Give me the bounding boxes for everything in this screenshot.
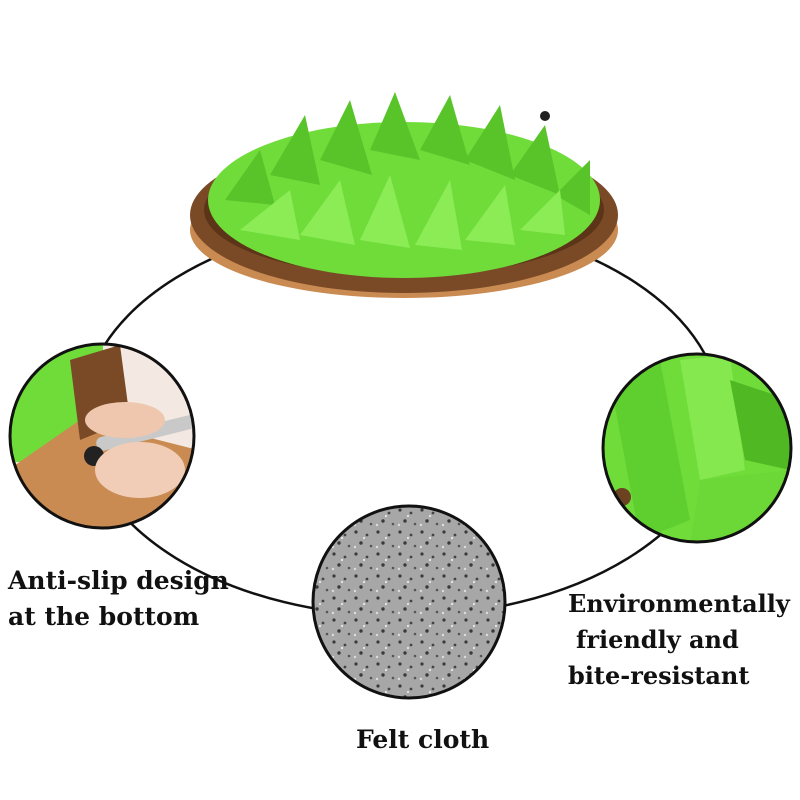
- eco-caption-line-3: bite-resistant: [568, 661, 750, 690]
- snuffle-mat-image: [190, 92, 618, 298]
- anti-slip-detail-image: [8, 342, 196, 530]
- felt-cloth-caption: Felt cloth: [356, 725, 490, 754]
- eco-caption-line-2: friendly and: [576, 625, 739, 654]
- eco-caption: Environmentally friendly and bite-resist…: [568, 586, 790, 694]
- eco-caption-line-1: Environmentally: [568, 589, 790, 618]
- anti-slip-caption: Anti-slip design at the bottom: [8, 563, 229, 635]
- felt-cloth-texture-image: [311, 504, 507, 700]
- felt-closeup-image: [601, 352, 793, 544]
- anti-slip-caption-line-2: at the bottom: [8, 602, 200, 631]
- anti-slip-caption-line-1: Anti-slip design: [8, 566, 229, 595]
